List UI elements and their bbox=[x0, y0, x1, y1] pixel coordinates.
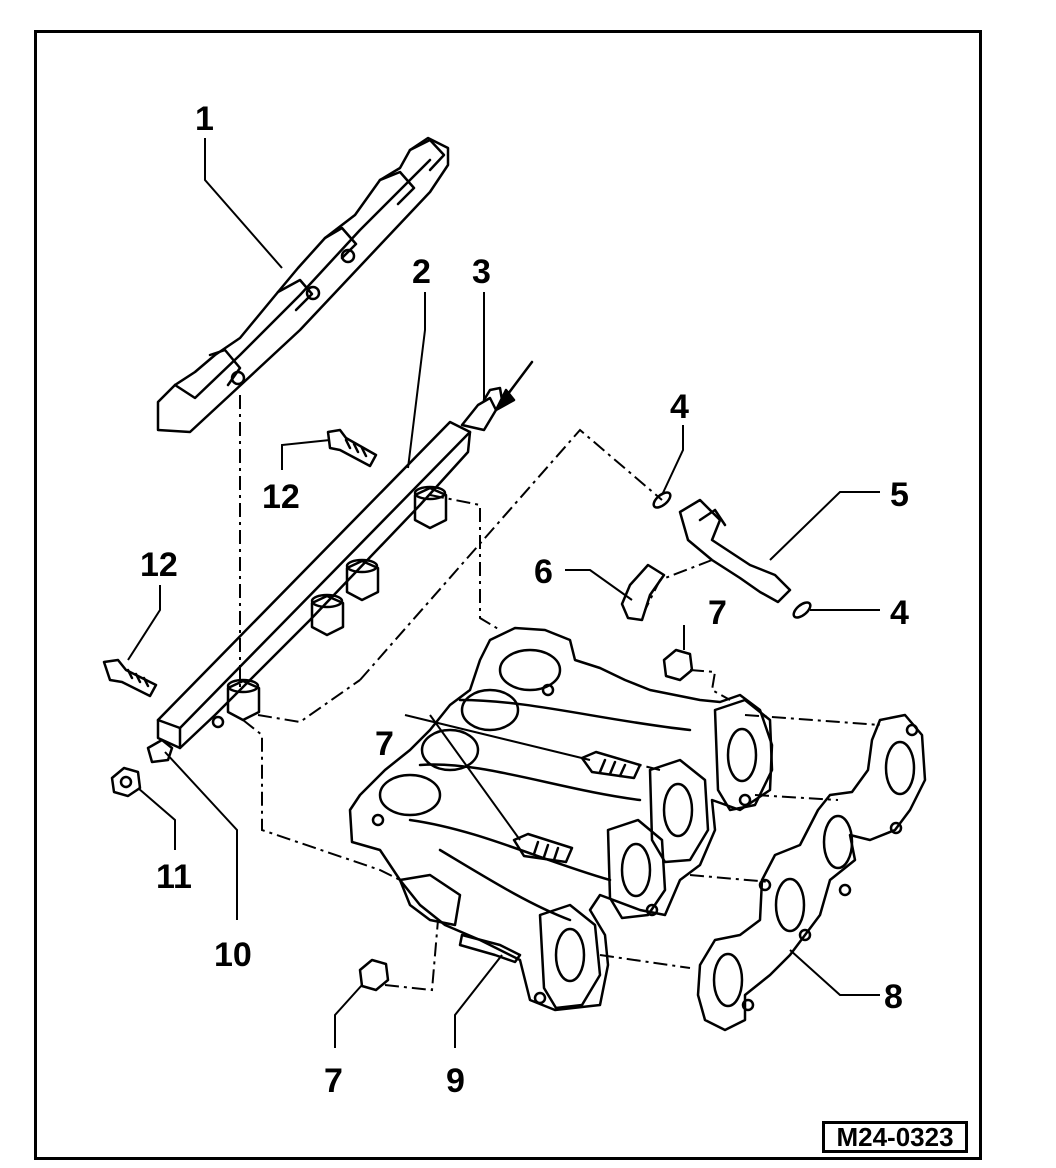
callout-8: 8 bbox=[884, 978, 903, 1016]
part-7-nut-lower bbox=[358, 958, 390, 992]
callout-1: 1 bbox=[195, 100, 214, 138]
callout-7-lower: 7 bbox=[324, 1062, 343, 1100]
callout-6: 6 bbox=[534, 553, 553, 591]
callout-12-lower: 12 bbox=[140, 546, 178, 584]
fuel-flow-arrow bbox=[494, 360, 534, 412]
diagram-frame bbox=[34, 30, 982, 1160]
alignment-lines bbox=[239, 395, 881, 992]
figure-id-label: M24-0323 bbox=[822, 1121, 968, 1153]
part-10-fitting bbox=[146, 738, 174, 764]
part-11-nut bbox=[110, 766, 142, 798]
intake-manifold bbox=[348, 626, 774, 1012]
callout-12-upper: 12 bbox=[262, 478, 300, 516]
part-2-fuel-rail bbox=[156, 420, 472, 750]
part-8-gasket bbox=[696, 713, 927, 1032]
part-7-nut-upper bbox=[662, 648, 694, 682]
callout-7-middle: 7 bbox=[375, 725, 394, 763]
callout-9: 9 bbox=[446, 1062, 465, 1100]
callout-7-upper: 7 bbox=[708, 594, 727, 632]
callout-4-lower: 4 bbox=[890, 594, 909, 632]
part-3-fuel-inlet bbox=[460, 386, 504, 432]
part-1-rail-cover bbox=[156, 136, 450, 434]
callout-10: 10 bbox=[214, 936, 252, 974]
leader-lines bbox=[127, 138, 880, 1048]
callout-11: 11 bbox=[156, 858, 192, 896]
part-6-clip bbox=[620, 563, 666, 622]
part-7-stud-lower bbox=[512, 832, 574, 864]
part-7-stud-upper bbox=[580, 750, 642, 780]
callout-3: 3 bbox=[472, 253, 491, 291]
part-12-bolt-upper bbox=[326, 428, 378, 468]
callout-2: 2 bbox=[412, 253, 431, 291]
callout-5: 5 bbox=[890, 476, 909, 514]
part-9-hose bbox=[458, 933, 522, 964]
part-4-seal-lower bbox=[792, 601, 812, 619]
callout-4-upper: 4 bbox=[670, 388, 689, 426]
part-5-injector bbox=[678, 498, 792, 604]
part-12-bolt-lower bbox=[102, 658, 158, 698]
